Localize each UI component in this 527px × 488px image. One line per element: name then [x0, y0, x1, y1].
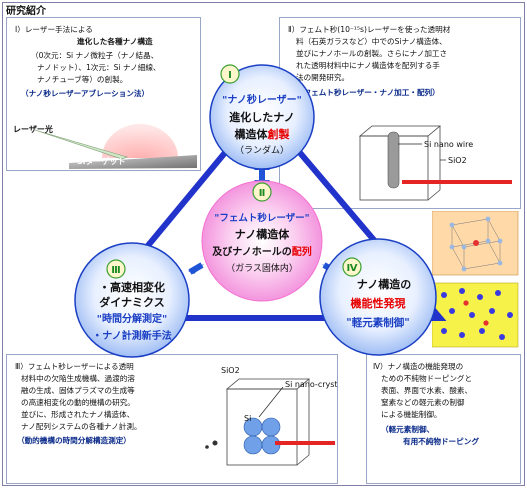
box1-line-1: ナノドット）、1次元：Si ナノ細線、	[37, 63, 161, 72]
si-label: Si	[244, 414, 251, 423]
badge-icon	[220, 64, 240, 84]
box1-heading: Ⅰ）レーザー手法による	[15, 25, 93, 34]
box4-method2: 有用不純物ドーピング	[403, 437, 479, 446]
box4-line-2: 表面、界面で水素、酸素、	[381, 386, 473, 395]
circle4-line3: "軽元素制御"	[346, 316, 409, 329]
circle4-num: Ⅳ	[347, 263, 358, 274]
crystal-label: Si nano-crystal	[285, 380, 337, 389]
ion-dot-icon	[212, 440, 218, 446]
nanowire-icon	[387, 131, 400, 189]
plume-icon	[102, 124, 178, 158]
box3-line-2: 融の生成、固体プラズマの生成等	[21, 386, 135, 395]
box-nanosecond-laser: Ⅰ）レーザー手法による 進化した各種ナノ構造 （0次元：Si ナノ微粒子（ナノ結…	[6, 17, 201, 171]
triangle-frame	[81, 103, 447, 321]
circle4-line2: 機能性発現	[351, 296, 406, 310]
circle1-line3a: 構造体	[235, 127, 269, 141]
sio2-label: SiO2	[448, 156, 467, 165]
circle3-line2: ダイナミクス	[99, 295, 164, 309]
circle4-line1: ナノ構造の	[357, 277, 411, 291]
box4-line-0: Ⅳ）ナノ構造の機能発現の	[373, 362, 464, 371]
box2-line-2: 並びにナノホールの創製。さらにナノ加工さ	[296, 49, 448, 58]
circle2-line1: "フェムト秒レーザー"	[214, 212, 309, 224]
box-functionality: Ⅳ）ナノ構造の機能発現の ための不純物ドーピングと 表面、界面で水素、酸素、 窒…	[366, 354, 521, 484]
circle2-line3a: 及びナノホールの	[212, 245, 292, 258]
badge-icon	[252, 182, 272, 202]
badge-icon	[106, 259, 126, 279]
box2-line-0: Ⅱ）フェムト秒(10⁻¹⁵s)レーザーを使った透明材	[288, 25, 451, 34]
target-label: Siターゲット	[77, 156, 126, 166]
box3-line-1: 材料中の欠陥生成機構、過渡的溶	[21, 374, 135, 383]
circle3-line1: ・高速相変化	[99, 280, 165, 294]
nanowire-illustration: Si nano wire SiO2	[358, 125, 512, 201]
circle2-line2: ナノ構造体	[235, 227, 290, 241]
box1-heading2: 進化した各種ナノ構造	[77, 37, 153, 46]
laser-beam-icon	[34, 129, 128, 160]
box3-method: （動的機構の時間分解構造測定）	[17, 436, 131, 445]
circle1-line2: 進化したナノ	[229, 110, 294, 124]
box3-line-5: ナノ配列システムの各種ナノ計測。	[21, 422, 142, 431]
box4-line-1: ための不純物ドーピングと	[381, 374, 473, 383]
circle3-line3: "時間分解測定"	[97, 312, 167, 325]
wire-label: Si nano wire	[424, 140, 473, 149]
box4-line-4: による機能制御。	[381, 410, 442, 419]
circle2-line3b: 配列	[292, 245, 312, 258]
box3-sio2-label: SiO2	[221, 366, 240, 375]
lattice-illustrations	[432, 211, 519, 348]
box2-line-1: 料（石英ガラスなど）中でのSiナノ構造体、	[296, 37, 447, 46]
box3-line-0: Ⅲ）フェムト秒レーザーによる透明	[15, 362, 134, 371]
box1-line-2: ナノチューブ等）の創製。	[37, 75, 128, 84]
circle1-num: Ⅰ	[228, 70, 232, 81]
badge-icon	[342, 257, 362, 277]
box4-line-3: 窒素などの軽元素の制御	[381, 398, 465, 407]
nanocrystal-illustration: SiO2 Si nano-crystal Si	[205, 366, 337, 466]
circle-dynamics: Ⅲ ・高速相変化 ダイナミクス "時間分解測定" ・ナノ計測新手法	[74, 242, 190, 358]
laser-label: レーザー光	[13, 124, 53, 134]
box1-line-0: （0次元：Si ナノ微粒子（ナノ結晶、	[31, 51, 159, 60]
ablation-illustration: レーザー光 Siターゲット	[13, 124, 197, 169]
circle1-line3b: 創製	[267, 127, 291, 141]
target-plate-icon	[69, 155, 197, 169]
circle1-line3: 構造体創製	[235, 127, 291, 141]
circle1-line1: "ナノ秒レーザー"	[222, 93, 302, 106]
box1-method: （ナノ秒レーザーアブレーション法）	[21, 89, 150, 98]
page-title: 研究紹介	[6, 6, 46, 17]
box2-line-4: 法の開発研究。	[296, 73, 350, 82]
circle1-line4: （ランダム）	[235, 144, 289, 156]
box-dynamics: Ⅲ）フェムト秒レーザーによる透明 材料中の欠陥生成機構、過渡的溶 融の生成、固体…	[6, 354, 338, 484]
box4-method1: （軽元素制御、	[381, 425, 435, 434]
box3-line-4: 並びに、形成されたナノ構造体、	[21, 410, 135, 419]
box2-method: （フェムト秒レーザー・ナノ加工・配列）	[296, 88, 440, 97]
box3-line-3: の高速相変化の動的機構の研究。	[21, 398, 135, 407]
circle2-line4: （ガラス固体内）	[226, 262, 298, 274]
circle-femtosecond: Ⅱ "フェムト秒レーザー" ナノ構造体 及びナノホールの配列 （ガラス固体内）	[201, 180, 323, 302]
crystal-pointer	[258, 386, 284, 418]
circle-functionality: Ⅳ ナノ構造の 機能性発現 "軽元素制御"	[319, 238, 437, 356]
ion-dot-icon	[205, 445, 209, 449]
circle2-num: Ⅱ	[259, 188, 266, 199]
circle3-num: Ⅲ	[111, 265, 120, 276]
circle2-line3: 及びナノホールの配列	[212, 245, 312, 258]
circle-nanosecond: Ⅰ "ナノ秒レーザー" 進化したナノ 構造体創製 （ランダム）	[209, 64, 315, 170]
circle3-line4: ・ナノ計測新手法	[92, 329, 172, 342]
box2-line-3: れた透明材料中にナノ構造体を配列する手	[296, 61, 440, 70]
